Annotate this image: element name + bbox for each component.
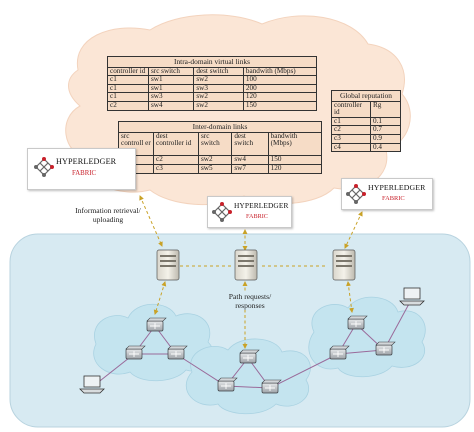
reputation-table-caption: Global reputation: [331, 90, 401, 102]
switch-icon: [375, 341, 396, 356]
header-cell: src switch: [197, 131, 233, 157]
logo-line2: FABRIC: [72, 170, 97, 177]
info-retrieval-label: Information retrieval/ uploading: [75, 206, 141, 224]
table-header-row: src controll er id dest controller id sr…: [118, 131, 323, 157]
logo-line1: HYPERLEDGER: [234, 201, 289, 210]
laptop-left: [79, 375, 105, 394]
table-row: c2 0.7: [331, 125, 401, 135]
table-row: c2 c3 sw5 sw7 120: [118, 164, 323, 174]
hyperledger-logo-left: HYPERLEDGER FABRIC: [27, 148, 136, 190]
table-cell: c4: [331, 142, 371, 153]
arrow-left-up: [139, 195, 163, 247]
table-row: c1 sw1 sw2 100: [107, 75, 318, 85]
header-cell: bandwith (Mbps): [267, 131, 323, 157]
switch-icon: [261, 379, 282, 394]
server-c2: [234, 249, 258, 281]
table-cell: sw2: [193, 101, 244, 111]
domain-cloud-middle: [185, 338, 311, 415]
switch-icon: [217, 377, 238, 392]
switches: [125, 315, 396, 394]
inter-domain-table: Inter-domain links src controll er id de…: [118, 121, 323, 174]
header-cell: dest controller id: [153, 131, 199, 157]
path-requests-label: Path requests/ responses: [218, 292, 282, 311]
logo-line2: FABRIC: [246, 213, 268, 220]
table-row: c4 0.4: [331, 142, 401, 153]
table-row: c1 c2 sw2 sw4 150: [118, 155, 323, 165]
server-c1: [156, 249, 180, 281]
switch-icon: [347, 315, 368, 330]
table-cell: sw5: [197, 164, 233, 174]
switch-icon: [329, 345, 350, 360]
header-cell: Rg: [370, 100, 401, 118]
laptop-right: [399, 287, 425, 306]
switch-icon: [239, 349, 260, 364]
table-row: c2 sw4 sw2 150: [107, 101, 318, 111]
table-cell: 0.4: [370, 142, 401, 153]
server-c3: [332, 249, 356, 281]
header-cell: dest switch: [231, 131, 269, 157]
logo-line1: HYPERLEDGER: [368, 183, 426, 192]
table-header-row: controller id Rg: [331, 100, 401, 118]
table-cell: 120: [267, 164, 323, 174]
arrow-right-up: [344, 211, 363, 249]
table-row: c1 sw1 sw3 200: [107, 83, 318, 94]
hyperledger-logo-middle: HYPERLEDGER FABRIC: [207, 196, 292, 228]
table-cell: c3: [331, 134, 371, 144]
table-header-row: controller id src switch dest switch ban…: [107, 66, 318, 77]
hyperledger-mark-icon: [346, 184, 366, 204]
table-cell: c2: [107, 101, 149, 111]
table-cell: sw4: [147, 101, 195, 111]
switch-icon: [167, 345, 188, 360]
table-cell: sw7: [231, 164, 269, 174]
table-row: c1 0.1: [331, 116, 401, 127]
logo-line2: FABRIC: [382, 195, 405, 202]
hyperledger-logo-right: HYPERLEDGER FABRIC: [341, 178, 433, 210]
hyperledger-mark-icon: [34, 157, 54, 177]
intra-table-caption: Intra-domain virtual links: [107, 56, 317, 68]
table-cell: 150: [242, 101, 318, 111]
network-zone: [9, 233, 471, 428]
global-reputation-table: Global reputation controller id Rg c1 0.…: [331, 90, 401, 153]
table-cell: c3: [153, 164, 199, 174]
arrow-left-down: [153, 281, 167, 315]
table-row: c3 0.9: [331, 134, 401, 144]
table-cell: 0.9: [370, 134, 401, 144]
logo-line1: HYPERLEDGER: [56, 157, 117, 166]
inter-table-caption: Inter-domain links: [118, 121, 322, 133]
hyperledger-mark-icon: [212, 202, 232, 222]
header-cell: controller id: [331, 100, 371, 118]
switch-icon: [146, 317, 167, 332]
intra-domain-table: Intra-domain virtual links controller id…: [107, 56, 318, 111]
switch-icon: [125, 345, 146, 360]
table-row: c1 sw3 sw2 120: [107, 92, 318, 102]
